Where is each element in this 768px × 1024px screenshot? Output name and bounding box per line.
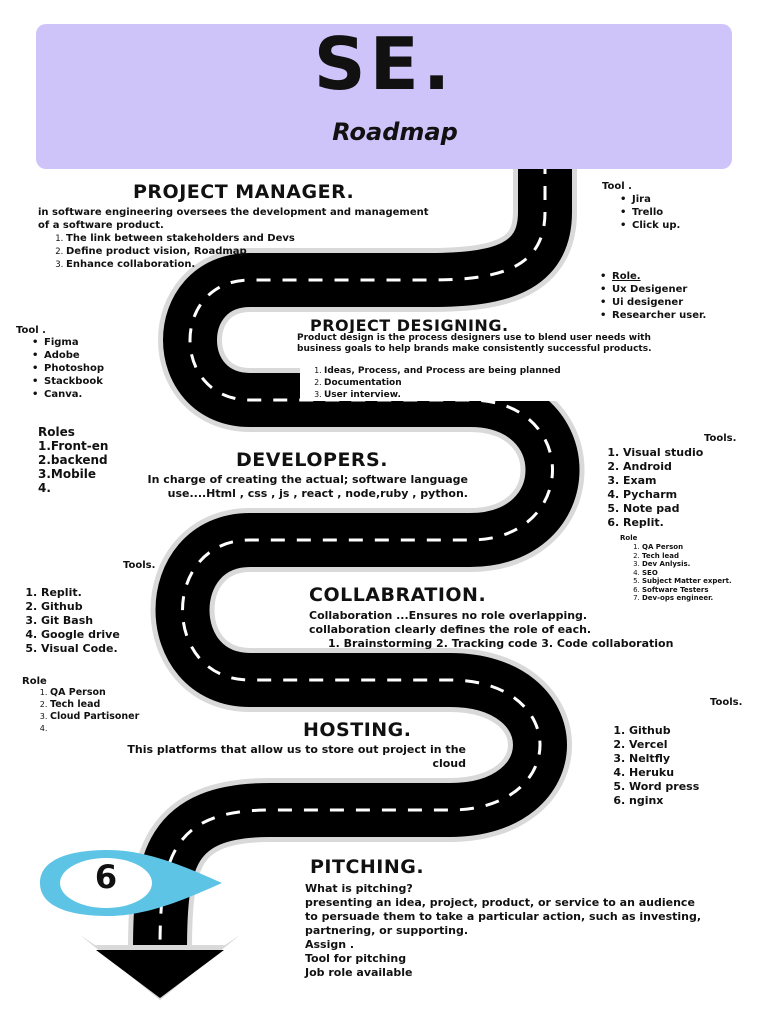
list-item: Vercel: [629, 738, 699, 752]
list-item: [50, 723, 139, 735]
pm-tool-label: Tool .: [602, 181, 632, 192]
pitching-line: What is pitching?: [305, 882, 413, 895]
dev-description: In charge of creating the actual; softwa…: [100, 473, 468, 501]
list-item: 1.Front-en: [38, 439, 109, 453]
list-item: Adobe: [30, 349, 104, 362]
list-item: Enhance collaboration.: [66, 258, 426, 271]
list-item: Tech lead: [50, 699, 139, 711]
list-item: 2.backend: [38, 453, 108, 467]
pd-tool-label: Tool .: [16, 325, 46, 336]
list-item: Role.: [598, 270, 706, 283]
list-item: Replit.: [41, 586, 120, 600]
list-item: Neltfly: [629, 752, 699, 766]
list-item: Github: [629, 724, 699, 738]
dev-tools-label: Tools.: [704, 433, 737, 444]
dev-role-small-list: QA Person Tech lead Dev Anlysis. SEO Sub…: [616, 543, 732, 603]
list-item: Note pad: [623, 502, 703, 516]
list-item: Google drive: [41, 628, 120, 642]
pitching-line: presenting an idea, project, product, or…: [305, 896, 702, 937]
dev-heading: DEVELOPERS.: [236, 449, 388, 471]
list-item: Replit.: [623, 516, 703, 530]
collab-tools-list: Replit. Github Git Bash Google drive Vis…: [23, 586, 120, 656]
list-item: Researcher user.: [598, 309, 706, 322]
hosting-description: This platforms that allow us to store ou…: [96, 743, 466, 771]
list-item: QA Person: [642, 543, 732, 552]
collab-line-3: 1. Brainstorming 2. Tracking code 3. Cod…: [328, 637, 674, 650]
list-item: Tech lead: [642, 552, 732, 561]
collab-heading: COLLABRATION.: [309, 584, 487, 606]
collab-role-label: Role: [22, 676, 47, 687]
list-item: Word press: [629, 780, 699, 794]
header-banner: [36, 24, 732, 169]
list-item: Canva.: [30, 388, 104, 401]
list-item: Heruku: [629, 766, 699, 780]
list-item: Define product vision, Roadmap: [66, 245, 426, 258]
pm-heading: PROJECT MANAGER.: [133, 181, 355, 203]
list-item: Pycharm: [623, 488, 703, 502]
page-title: SE.: [313, 22, 455, 106]
collab-line-1: Collaboration ...Ensures no role overlap…: [309, 609, 588, 622]
pitching-line: Job role available: [305, 966, 413, 979]
pitching-line: Tool for pitching: [305, 952, 407, 965]
list-item: The link between stakeholders and Devs: [66, 232, 426, 245]
hosting-tools-label: Tools.: [710, 697, 743, 708]
pd-role-list: Role. Ux Desigener Ui desigener Research…: [598, 270, 706, 322]
dev-roles-label: Roles: [38, 425, 75, 439]
list-item: Visual studio: [623, 446, 703, 460]
step-number: 6: [94, 858, 118, 896]
pitching-line: Assign .: [305, 938, 355, 951]
collab-tools-label: Tools.: [123, 560, 156, 571]
list-item: 4.: [38, 481, 51, 495]
list-item: Dev-ops engineer.: [642, 594, 732, 603]
list-item: Click up.: [618, 219, 680, 232]
hosting-heading: HOSTING.: [303, 719, 412, 741]
pm-tool-list: Jira Trello Click up.: [618, 193, 680, 232]
list-item: Android: [623, 460, 703, 474]
page-subtitle: Roadmap: [332, 118, 458, 146]
list-item: Figma: [30, 336, 104, 349]
list-item: Software Testers: [642, 586, 732, 595]
list-item: Ideas, Process, and Process are being pl…: [324, 365, 654, 377]
list-item: Photoshop: [30, 362, 104, 375]
list-item: Stackbook: [30, 375, 104, 388]
pm-list: The link between stakeholders and Devs D…: [42, 232, 426, 271]
pitching-heading: PITCHING.: [310, 856, 425, 878]
pm-description: in software engineering oversees the dev…: [38, 206, 438, 232]
list-item: Visual Code.: [41, 642, 120, 656]
list-item: Cloud Partisoner: [50, 711, 139, 723]
list-item: Ui desigener: [598, 296, 706, 309]
pd-list: Ideas, Process, and Process are being pl…: [300, 365, 654, 401]
list-item: Exam: [623, 474, 703, 488]
dev-role-small-label: Role: [620, 534, 638, 542]
list-item: SEO: [642, 569, 732, 578]
list-item: Documentation: [324, 377, 654, 389]
list-item: 3.Mobile: [38, 467, 97, 481]
list-item: Dev Anlysis.: [642, 560, 732, 569]
collab-line-2: collaboration clearly defines the role o…: [309, 623, 592, 636]
hosting-tools-list: Github Vercel Neltfly Heruku Word press …: [611, 724, 699, 808]
list-item: Git Bash: [41, 614, 120, 628]
list-item: Subject Matter expert.: [642, 577, 732, 586]
pitching-body: What is pitching? presenting an idea, pr…: [305, 882, 705, 980]
collab-role-list: QA Person Tech lead Cloud Partisoner: [26, 687, 139, 735]
list-item: Trello: [618, 206, 680, 219]
dev-roles-list: 1.Front-en 2.backend 3.Mobile 4.: [38, 439, 108, 495]
list-item: User interview.: [324, 389, 654, 401]
list-item: Ux Desigener: [598, 283, 706, 296]
list-item: QA Person: [50, 687, 139, 699]
pd-tool-list: Figma Adobe Photoshop Stackbook Canva.: [30, 336, 104, 401]
list-item: Jira: [618, 193, 680, 206]
list-item: Github: [41, 600, 120, 614]
pd-heading: PROJECT DESIGNING.: [310, 316, 509, 335]
dev-tools-list: Visual studio Android Exam Pycharm Note …: [605, 446, 703, 530]
step-6-marker: [40, 850, 222, 916]
pd-description: Product design is the process designers …: [297, 333, 687, 355]
list-item: nginx: [629, 794, 699, 808]
